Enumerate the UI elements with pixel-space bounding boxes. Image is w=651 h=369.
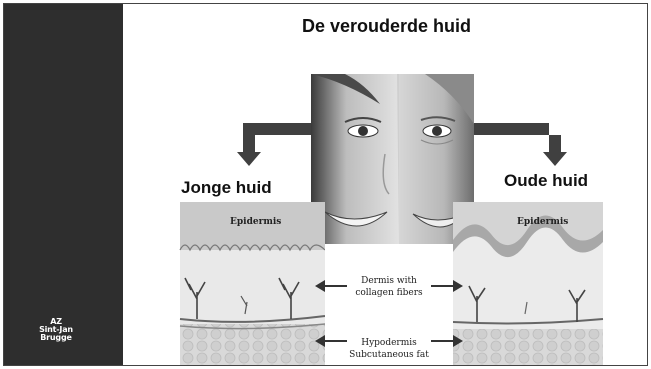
hypodermis-label-line-1: Hypodermis [361,338,417,348]
slide: AZ Sint-Jan Brugge De verouderde huid [3,3,648,366]
logo-line-3: Brugge [26,334,86,342]
hypodermis-label-line-2: Subcutaneous fat [349,350,429,360]
dermis-label-line-2: collagen fibers [355,288,423,298]
old-skin-label: Oude huid [504,171,588,190]
arrow-to-young-skin [237,123,311,166]
epidermis-right-label: Epidermis [517,217,568,227]
dermis-label-line-1: Dermis with [361,276,417,286]
sidebar: AZ Sint-Jan Brugge [4,4,123,365]
slide-title: De verouderde huid [124,16,648,37]
epidermis-left-label: Epidermis [230,217,281,227]
skin-aging-illustration: Jonge huid Oude huid Epidermis Epidermis… [125,64,648,366]
hospital-logo: AZ Sint-Jan Brugge [26,318,86,342]
arrow-to-old-skin [474,123,567,166]
young-skin-label: Jonge huid [181,178,272,197]
faces-photo [311,74,474,244]
